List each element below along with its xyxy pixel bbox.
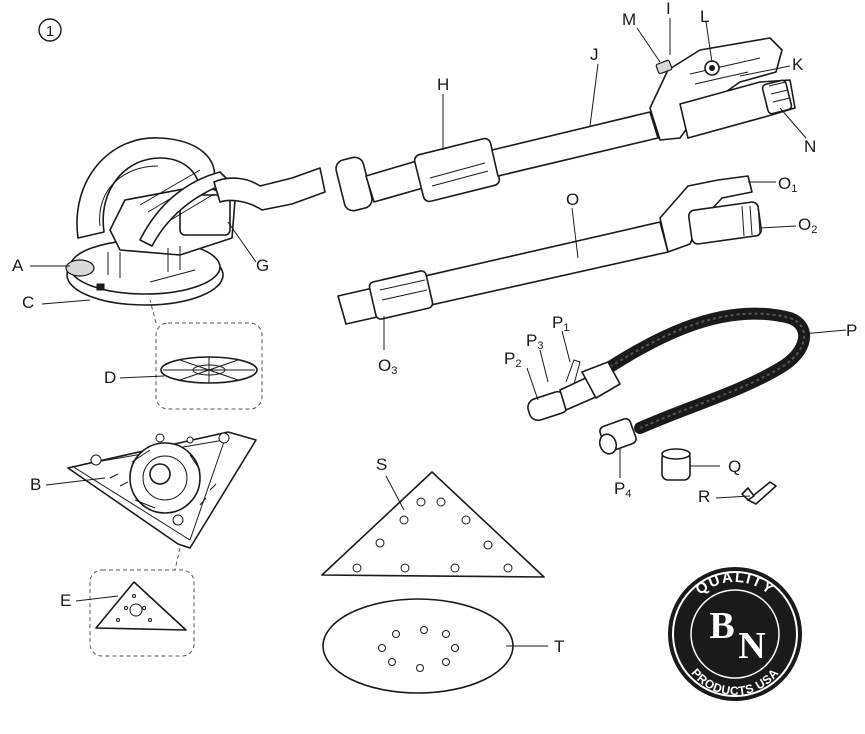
coupling-O2 [687, 201, 763, 245]
label-H: H [437, 75, 449, 94]
hose-cuff [581, 361, 621, 399]
figure-number: 1 [38, 18, 62, 42]
label-O: O [566, 190, 579, 209]
part-labels: A C G H J M I L K N O O1 O2 O3 D B E S T… [12, 0, 857, 656]
label-S: S [376, 455, 387, 474]
drywall-sander-assembly [65, 37, 796, 306]
label-D: D [104, 368, 116, 387]
svg-text:1: 1 [46, 23, 54, 40]
lock-button [655, 59, 673, 75]
label-E: E [60, 591, 71, 610]
detail-E [89, 547, 195, 657]
label-P: P [846, 321, 857, 340]
detail-D [149, 299, 263, 410]
label-T: T [554, 637, 564, 656]
hex-key-R [741, 481, 777, 505]
label-C: C [22, 293, 34, 312]
round-sandpaper-T [322, 598, 514, 694]
leader-lines [30, 18, 847, 647]
svg-text:B: B [709, 605, 734, 647]
triangle-sandpaper-S [321, 471, 545, 578]
triangle-head-B [67, 431, 257, 549]
telescopic-pole [491, 111, 659, 177]
label-M: M [622, 10, 636, 29]
label-L: L [700, 7, 709, 26]
extension-pole [337, 175, 763, 325]
label-I: I [666, 0, 671, 18]
vacuum-hose [527, 307, 811, 455]
label-N: N [804, 137, 816, 156]
hose-adapter-Q [661, 448, 691, 481]
telescopic-clamp [413, 137, 501, 203]
label-P2: P2 [504, 349, 521, 370]
label-O2: O2 [798, 215, 817, 236]
label-R: R [698, 487, 710, 506]
label-P4: P4 [614, 479, 631, 500]
svg-text:N: N [738, 625, 765, 667]
label-Q: Q [728, 457, 741, 476]
bn-quality-logo: QUALITY PRODUCTS USA B N [668, 567, 802, 701]
label-A: A [12, 256, 24, 275]
label-G: G [256, 256, 269, 275]
label-B: B [30, 475, 41, 494]
led-light [65, 259, 95, 277]
motor-box-G [179, 194, 231, 236]
label-P3: P3 [526, 331, 543, 352]
label-K: K [792, 55, 804, 74]
label-O1: O1 [778, 174, 797, 195]
label-J: J [590, 45, 599, 64]
label-P1: P1 [552, 313, 569, 334]
label-O3: O3 [378, 356, 397, 377]
joint-neck [213, 167, 326, 211]
